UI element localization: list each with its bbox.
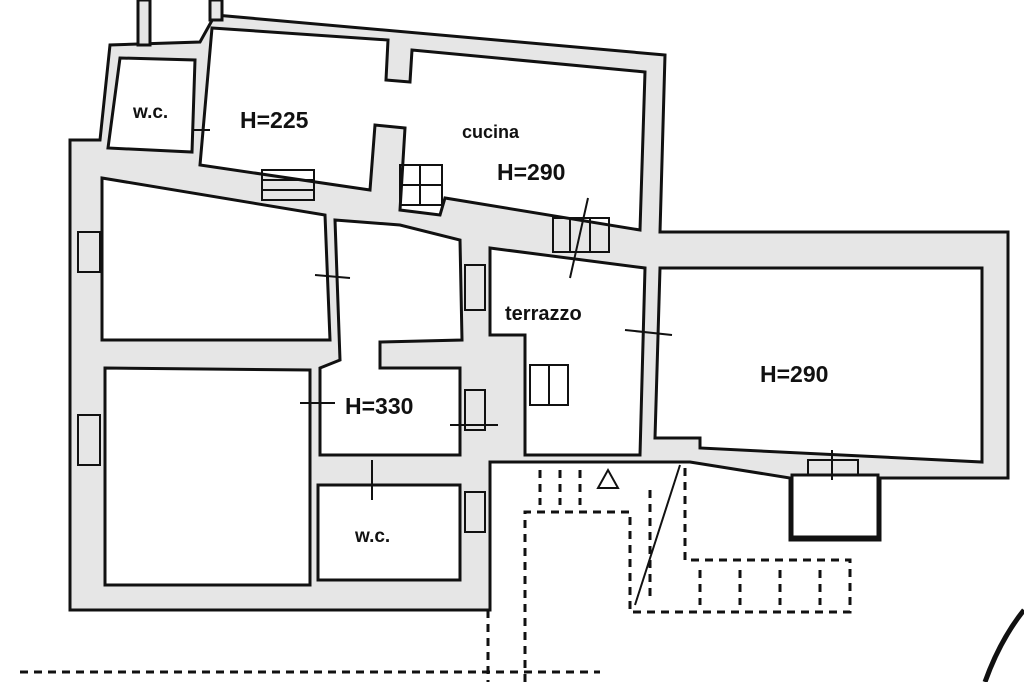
stamp-edge	[982, 608, 1024, 682]
label-hall-height: H=330	[345, 393, 413, 419]
label-kitchen-height: H=290	[497, 159, 565, 185]
label-terrace: terrazzo	[505, 303, 582, 325]
label-kitchen: cucina	[462, 122, 520, 142]
label-wc-bottom: w.c.	[354, 526, 390, 547]
room-wc-top	[106, 56, 197, 154]
hall	[318, 218, 464, 457]
balcony	[790, 473, 880, 539]
room-left-top	[100, 176, 332, 342]
windows	[77, 164, 859, 533]
room-left-bottom	[103, 366, 312, 587]
label-wc-top: w.c.	[132, 102, 168, 123]
stairs	[20, 464, 852, 682]
doors	[192, 129, 833, 500]
label-h225: H=225	[240, 107, 309, 133]
room-labels: w.c. H=225 cucina H=290 terrazzo H=330 w…	[132, 102, 828, 547]
label-right-room-height: H=290	[760, 361, 828, 387]
room-wc-bottom	[316, 483, 462, 582]
room-right	[653, 266, 984, 464]
rooms	[100, 26, 984, 587]
terrace	[488, 246, 647, 457]
